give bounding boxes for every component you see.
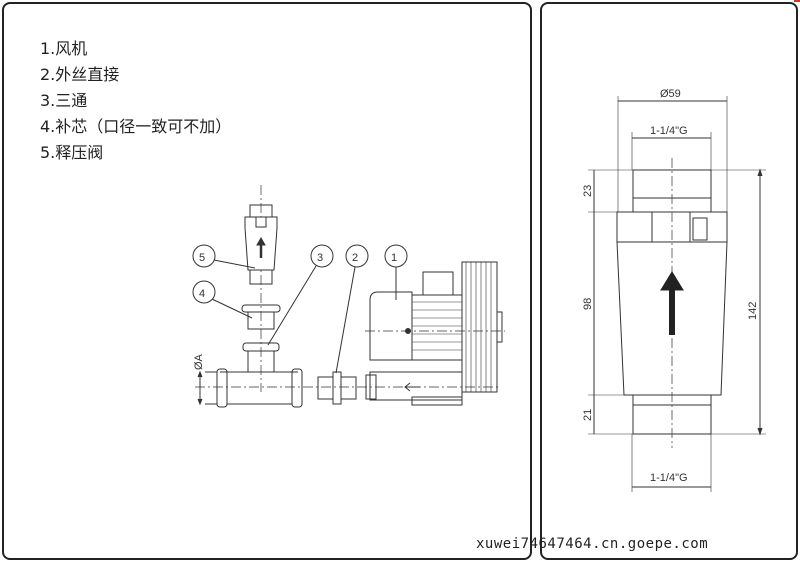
svg-text:3: 3 <box>317 252 323 264</box>
watermark: xuwei74647464.cn.goepe.com <box>476 536 709 552</box>
top-length-label: 23 <box>582 185 594 197</box>
legend-item: 5.释压阀 <box>40 143 104 162</box>
bottom-length-label: 21 <box>582 409 594 421</box>
assembly-panel <box>2 2 532 560</box>
blower-part <box>365 261 505 406</box>
legend-item: 1.风机 <box>40 39 88 58</box>
bottom-thread-label: 1-1/4"G <box>650 472 688 484</box>
top-thread-label: 1-1/4"G <box>650 125 688 137</box>
callout-3: 3 <box>267 244 334 346</box>
corner-mark <box>794 0 800 2</box>
relief-valve-part <box>244 204 278 285</box>
callout-2: 2 <box>335 244 369 374</box>
outer-dia-label: Ø59 <box>660 88 681 100</box>
dia-a-label: ØA <box>193 353 205 370</box>
callout-4: 4 <box>192 280 253 319</box>
bushing-part <box>241 304 281 330</box>
svg-text:1: 1 <box>391 252 397 264</box>
legend-item: 4.补芯（口径一致可不加） <box>40 117 232 136</box>
nipple-part <box>317 371 357 405</box>
legend-item: 2.外丝直接 <box>40 65 120 84</box>
valve-drawing: Ø59 1-1/4"G 1-1/4"G 23 98 21 142 <box>582 88 766 492</box>
legend-item: 3.三通 <box>40 91 88 110</box>
total-length-label: 142 <box>747 302 759 320</box>
parts-legend: 1.风机 2.外丝直接 3.三通 4.补芯（口径一致可不加） 5.释压阀 <box>40 36 231 166</box>
svg-text:5: 5 <box>199 252 205 264</box>
body-length-label: 98 <box>582 298 594 310</box>
svg-text:4: 4 <box>199 288 205 300</box>
callout-1: 1 <box>384 244 408 300</box>
svg-text:2: 2 <box>352 252 358 264</box>
assembly-drawing: ØA 5 4 3 2 1 <box>192 185 505 408</box>
callout-5: 5 <box>192 244 256 269</box>
tee-part <box>205 342 303 408</box>
